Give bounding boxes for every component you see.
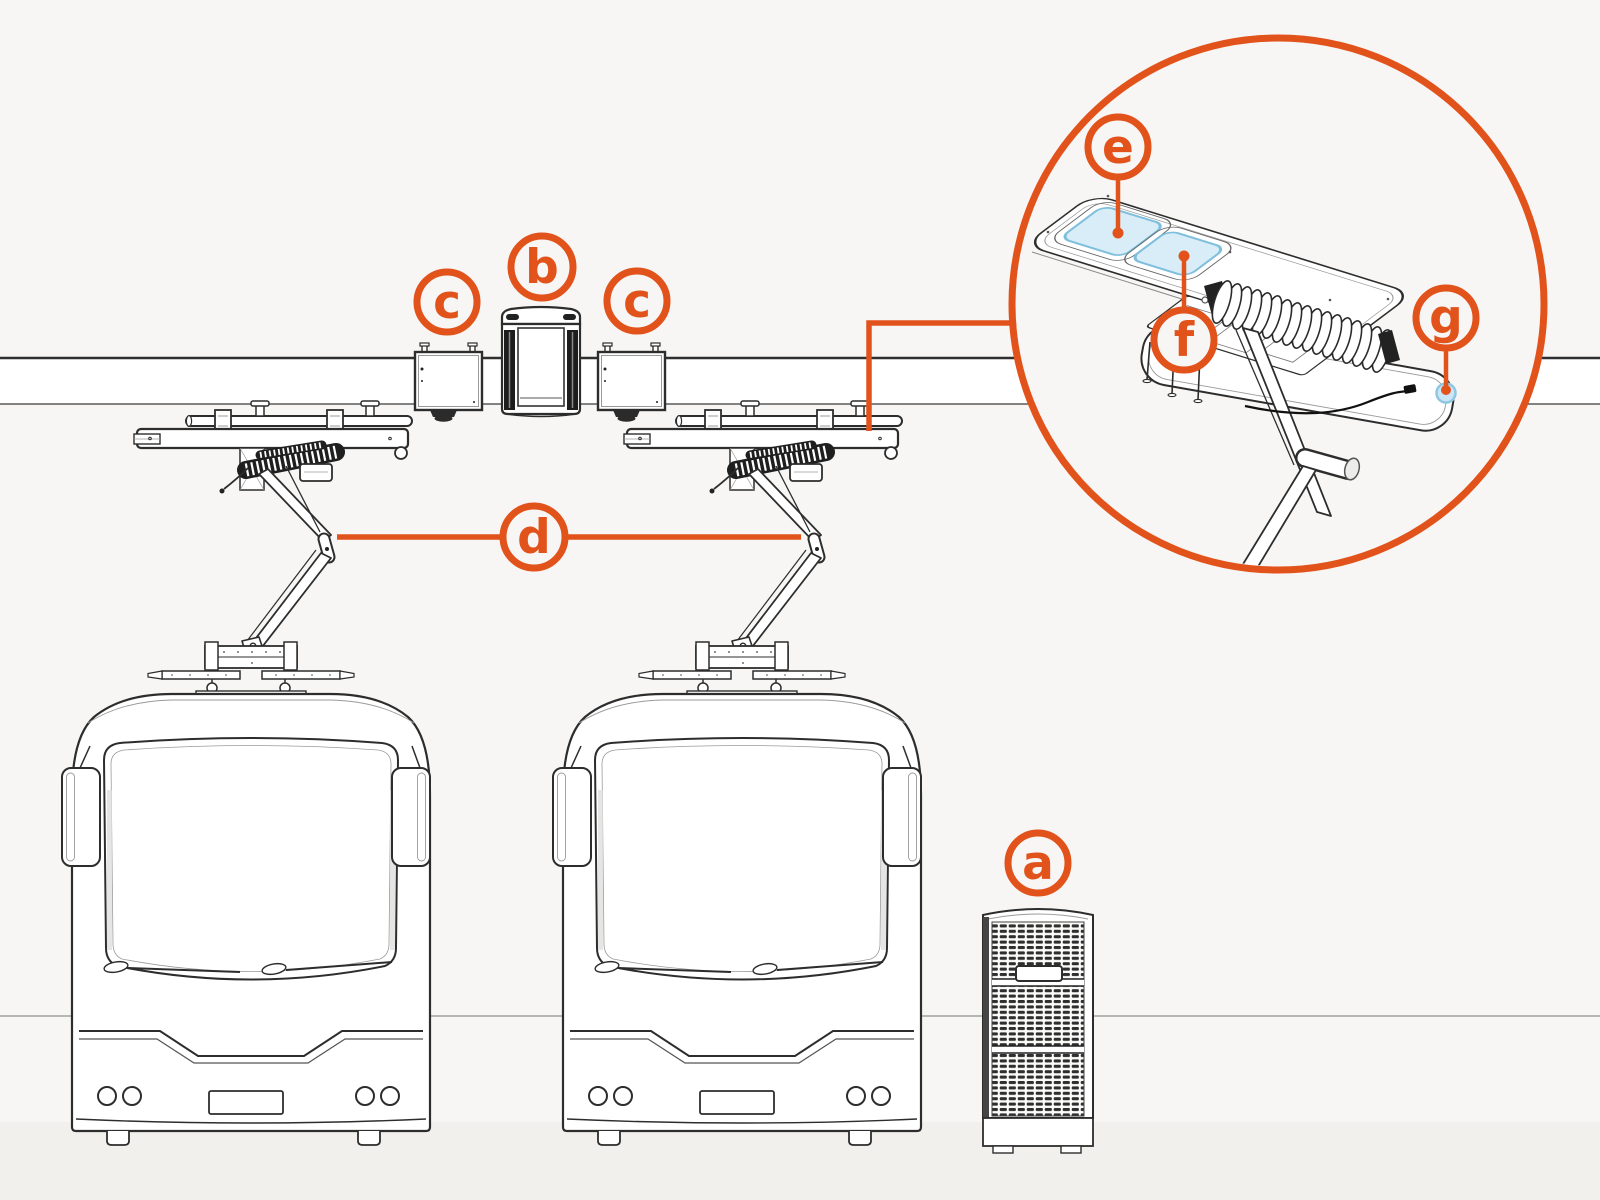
bus-left: [60, 640, 432, 1147]
charging-pad-2: [1133, 231, 1223, 276]
callouts: d a b c c e: [337, 113, 1480, 897]
callout-b: b: [507, 232, 577, 302]
callout-letter-b: b: [525, 240, 559, 295]
head-spring: [1204, 280, 1400, 373]
callout-letter-f: f: [1174, 313, 1195, 368]
cabinet-handle: [1015, 965, 1063, 982]
callout-d: d: [337, 502, 801, 572]
floor: [0, 1122, 1600, 1200]
callout-e: e: [1084, 113, 1152, 239]
bus-right: [551, 640, 923, 1147]
magnifier-ring: [1008, 34, 1548, 574]
callout-c-right: c: [603, 267, 671, 335]
rail-junction-box-left: [413, 341, 484, 423]
callout-letter-c-left: c: [433, 275, 461, 330]
callout-f: f: [1150, 250, 1218, 374]
head-arm: [1235, 327, 1361, 566]
rail-junction-box-right: [596, 341, 667, 423]
callout-g: g: [1412, 284, 1480, 395]
pilot-cable: [1244, 389, 1413, 415]
callout-letter-d: d: [517, 510, 551, 565]
callout-letter-g: g: [1429, 290, 1463, 345]
callout-letter-c-right: c: [623, 274, 651, 329]
guide-pins: [1142, 341, 1203, 404]
callout-c-left: c: [413, 268, 481, 336]
magnifier-connector-line: [866, 320, 1014, 431]
callout-letter-a: a: [1022, 836, 1054, 891]
charging-contact-unit: [500, 305, 582, 418]
callout-a: a: [1004, 829, 1072, 897]
callout-letter-e: e: [1102, 120, 1134, 175]
charging-cabinet: [982, 908, 1094, 1154]
